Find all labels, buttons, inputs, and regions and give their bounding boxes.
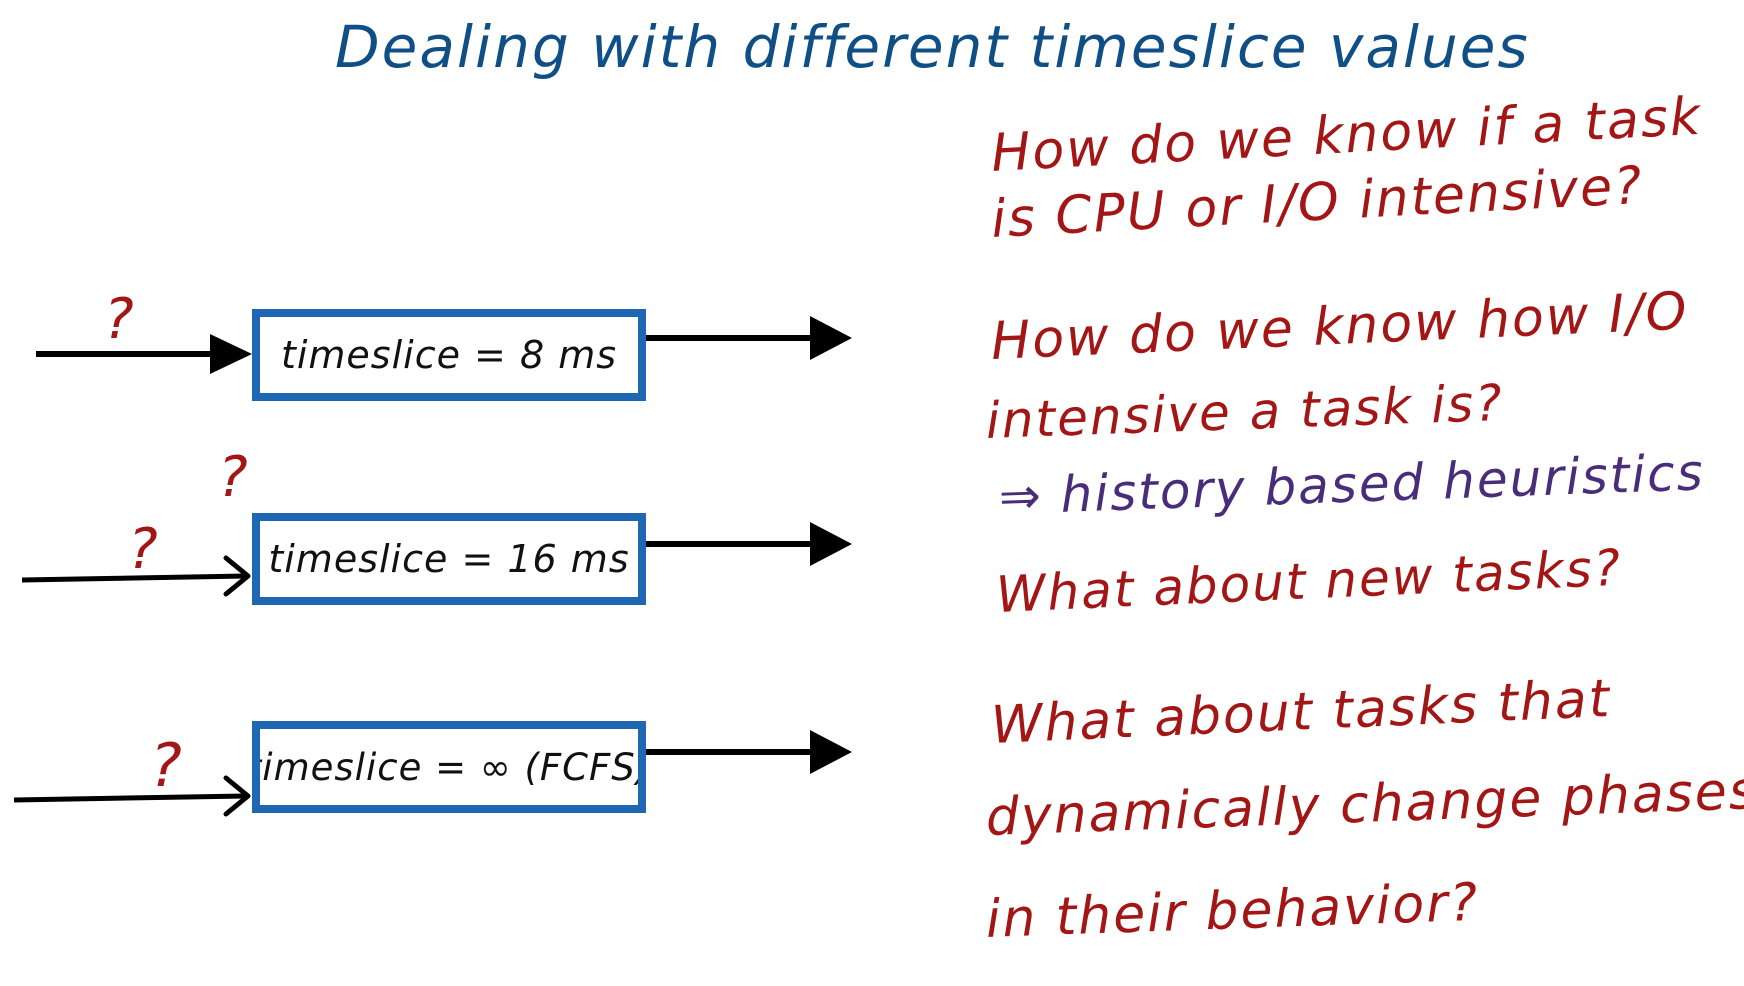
- queue-1-output-arrow: [646, 316, 852, 360]
- queue-box-16ms: timeslice = 16 ms: [252, 513, 646, 605]
- queue-box-fcfs: timeslice = ∞ (FCFS): [252, 721, 646, 813]
- queue-2-output-arrow: [646, 522, 852, 566]
- queue-2-question-mark: ?: [128, 517, 158, 582]
- queue-box-label: timeslice = 16 ms: [268, 537, 630, 581]
- queue-3-input-arrow: [13, 775, 251, 817]
- page-title: Dealing with different timeslice values: [335, 13, 1530, 81]
- queue-3-question-mark: ?: [150, 731, 182, 801]
- queue-box-label: timeslice = 8 ms: [280, 333, 618, 377]
- queue-box-label: timeslice = ∞ (FCFS): [252, 745, 646, 789]
- between-queues-question-mark: ?: [218, 445, 248, 510]
- queue-3-output-arrow: [646, 730, 852, 774]
- queue-1-question-mark: ?: [104, 287, 134, 352]
- queue-1-input-arrow: [36, 334, 252, 374]
- queue-2-input-arrow: [21, 555, 251, 597]
- queue-box-8ms: timeslice = 8 ms: [252, 309, 646, 401]
